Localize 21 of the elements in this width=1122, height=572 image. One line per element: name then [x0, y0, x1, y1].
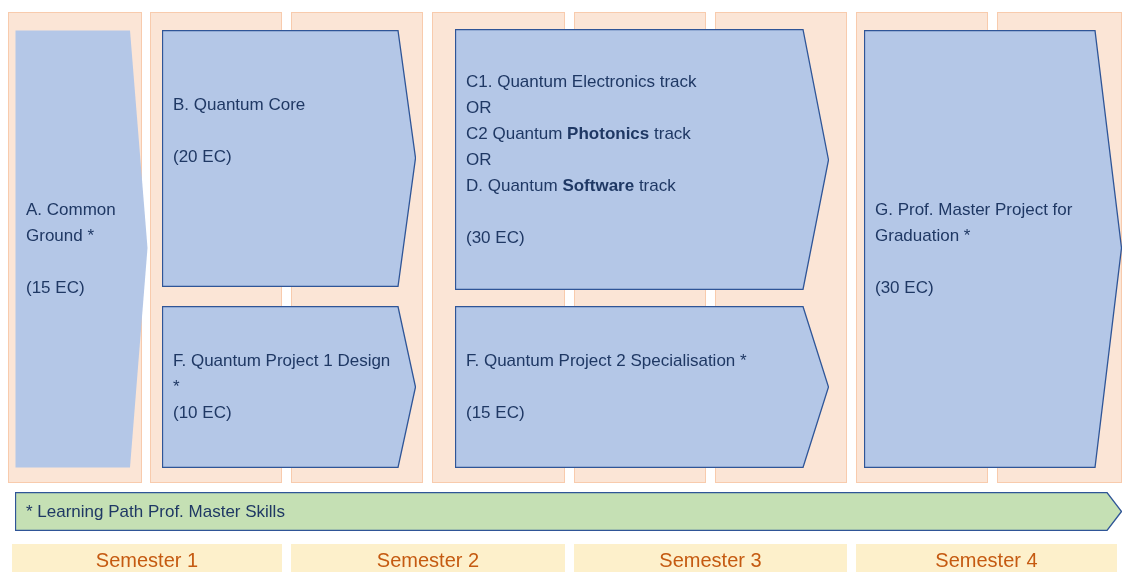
- module-text: B. Quantum Core: [173, 94, 307, 116]
- module-text: F. Quantum Project 1 Design *: [173, 350, 392, 398]
- module-text: OR: [466, 148, 493, 171]
- module-text: (15 EC): [26, 277, 86, 299]
- semester-band: Semester 3: [574, 544, 847, 572]
- module-text: F. Quantum Project 2 Specialisation *: [466, 350, 748, 372]
- module-text: OR: [466, 96, 493, 119]
- module-text: (30 EC): [466, 226, 526, 249]
- module-text: (20 EC): [173, 146, 233, 168]
- module-text: (30 EC): [875, 277, 935, 299]
- module-text: D. Quantum Software track: [466, 174, 677, 197]
- module-text: (10 EC): [173, 402, 233, 424]
- module-text: G. Prof. Master Project for Graduation *: [875, 199, 1074, 247]
- semester-band: Semester 2: [291, 544, 565, 572]
- module-text: C2 Quantum Photonics track: [466, 122, 692, 145]
- semester-band: Semester 4: [856, 544, 1117, 572]
- module-text: A. Common Ground *: [26, 199, 117, 247]
- module-text: (15 EC): [466, 402, 526, 424]
- learning-path-text: * Learning Path Prof. Master Skills: [26, 500, 285, 523]
- module-text: C1. Quantum Electronics track: [466, 70, 698, 93]
- semester-band: Semester 1: [12, 544, 282, 572]
